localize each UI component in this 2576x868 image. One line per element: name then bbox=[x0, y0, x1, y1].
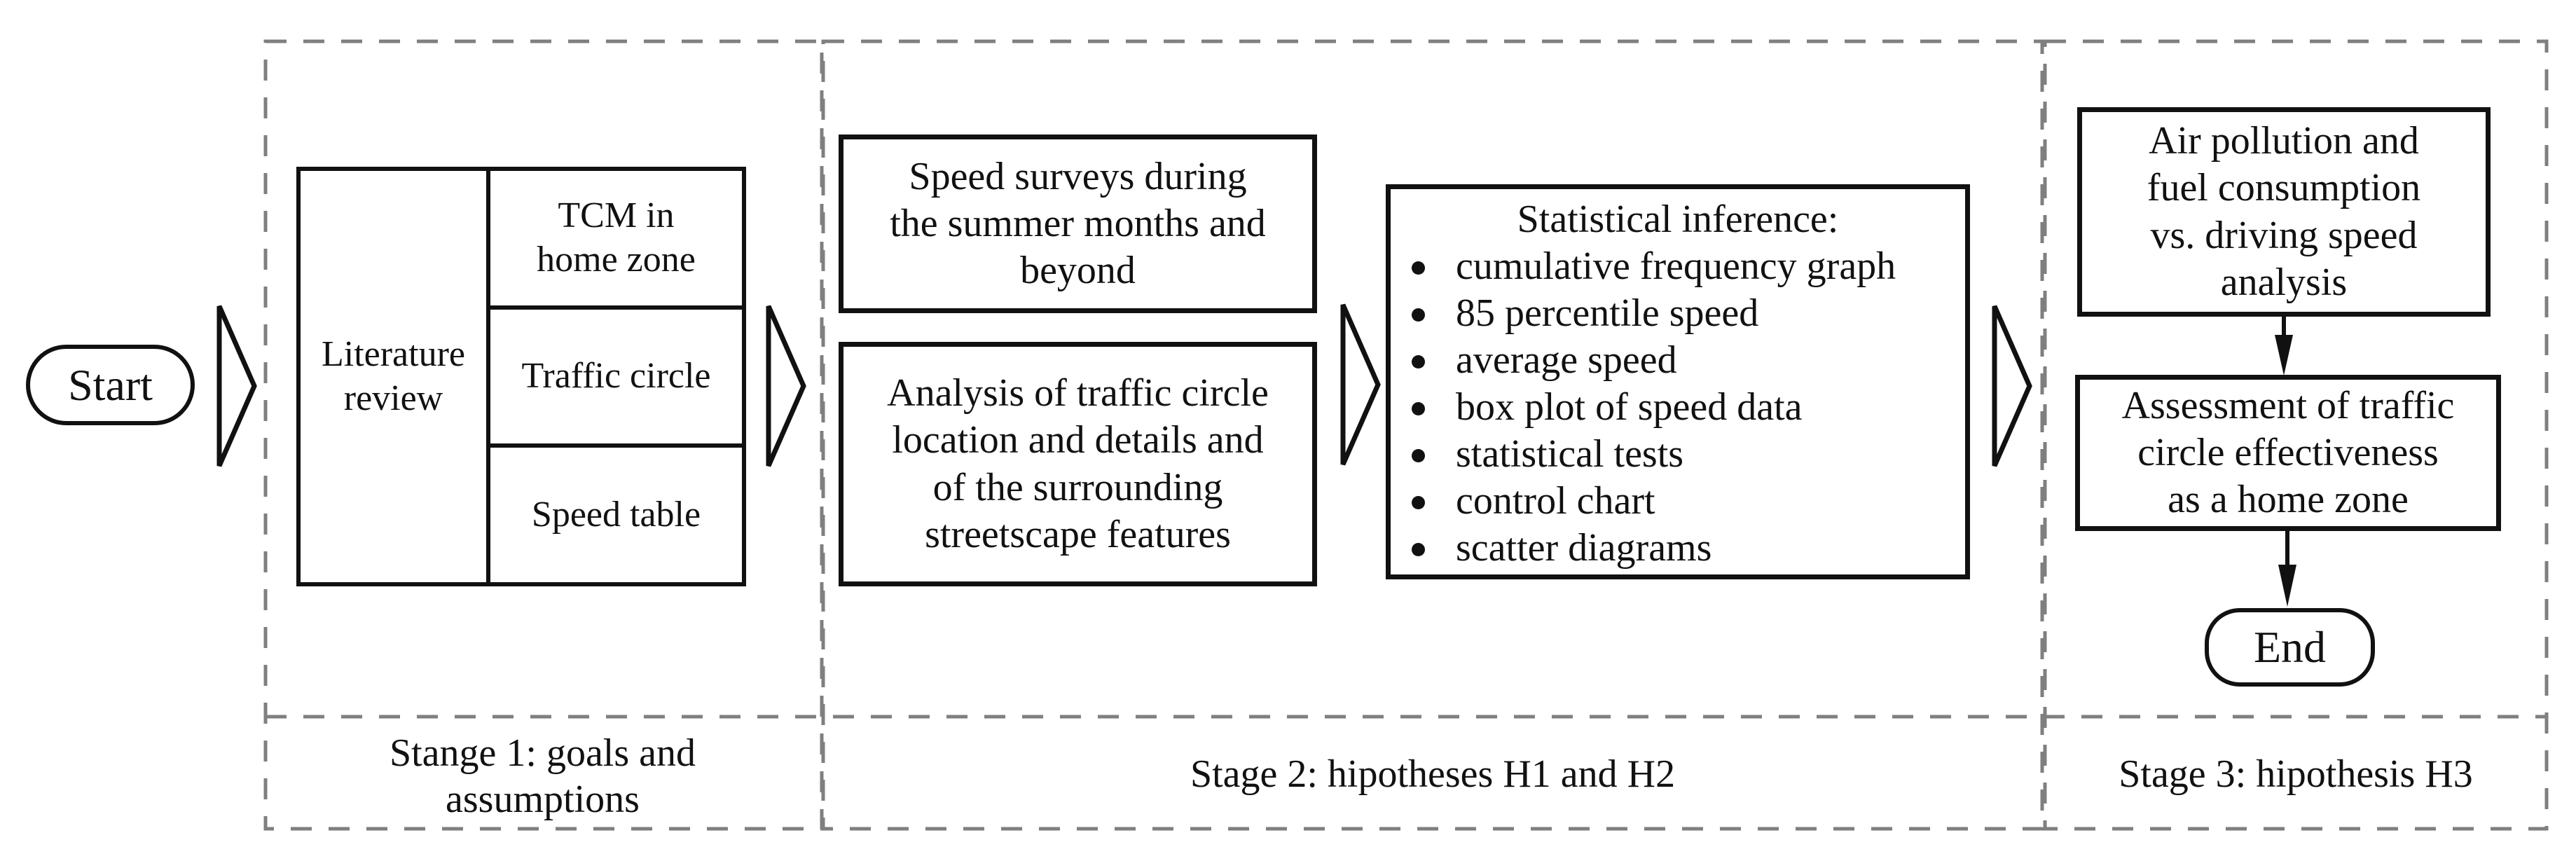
literature-review-cell: Literature review bbox=[301, 171, 490, 582]
statistical-inference-box: Statistical inference: cumulative freque… bbox=[1386, 184, 1970, 579]
stage3-label: Stage 3: hipothesis H3 bbox=[2119, 752, 2473, 796]
inference-bullet-item: scatter diagrams bbox=[1391, 525, 1965, 572]
inference-bullet-item: average speed bbox=[1391, 337, 1965, 384]
topic-cell-traffic-circle: Traffic circle bbox=[490, 305, 742, 444]
bullet-dot-icon bbox=[1412, 261, 1425, 275]
inference-bullet-item: box plot of speed data bbox=[1391, 384, 1965, 431]
flow-triangle-stage1-stage2 bbox=[766, 305, 806, 467]
start-node: Start bbox=[26, 345, 195, 425]
flow-triangle-start-stage1 bbox=[216, 305, 257, 467]
inference-bullet-item: cumulative frequency graph bbox=[1391, 243, 1965, 290]
bullet-dot-icon bbox=[1412, 496, 1425, 509]
speed-surveys-box: Speed surveys during the summer months a… bbox=[839, 135, 1317, 313]
stage2-dashed-frame bbox=[821, 39, 2044, 831]
end-node: End bbox=[2205, 608, 2375, 687]
inference-bullet-text: control chart bbox=[1456, 479, 1655, 523]
topic-cell-tcm: TCM in home zone bbox=[537, 195, 696, 280]
stage2-label: Stage 2: hipotheses H1 and H2 bbox=[1190, 752, 1676, 796]
inference-bullet-item: 85 percentile speed bbox=[1391, 290, 1965, 337]
stage1-dashed-frame bbox=[263, 39, 824, 831]
flow-triangle-stage2-stage3 bbox=[1992, 305, 2032, 467]
stage1-label: Stange 1: goals and assumptions bbox=[389, 731, 696, 822]
inference-bullet-text: box plot of speed data bbox=[1456, 385, 1803, 429]
inference-bullet-item: statistical tests bbox=[1391, 431, 1965, 478]
literature-topics-column: TCM in home zone Traffic circle Speed ta… bbox=[490, 171, 742, 582]
statistical-inference-title: Statistical inference: bbox=[1517, 198, 1839, 241]
air-pollution-box: Air pollution and fuel consumption vs. d… bbox=[2077, 107, 2491, 317]
literature-review-table: Literature review TCM in home zone Traff… bbox=[296, 167, 746, 586]
bullet-dot-icon bbox=[1412, 308, 1425, 322]
bullet-dot-icon bbox=[1412, 355, 1425, 368]
bullet-dot-icon bbox=[1412, 543, 1425, 556]
inference-bullet-text: statistical tests bbox=[1456, 432, 1684, 476]
arrow-air-to-assessment-head bbox=[2275, 335, 2293, 376]
analysis-box: Analysis of traffic circle location and … bbox=[839, 342, 1317, 586]
inference-bullet-text: average speed bbox=[1456, 338, 1677, 382]
arrow-assessment-to-end-head bbox=[2278, 565, 2296, 607]
topic-cell-speed-table: Speed table bbox=[490, 443, 742, 582]
inference-bullet-item: control chart bbox=[1391, 478, 1965, 525]
assessment-box: Assessment of traffic circle effectivene… bbox=[2075, 375, 2501, 531]
bullet-dot-icon bbox=[1412, 402, 1425, 415]
inference-bullet-text: 85 percentile speed bbox=[1456, 291, 1759, 335]
inference-bullet-text: scatter diagrams bbox=[1456, 526, 1712, 570]
bullet-dot-icon bbox=[1412, 449, 1425, 462]
inference-bullet-text: cumulative frequency graph bbox=[1456, 244, 1896, 288]
flow-triangle-boxes-inference bbox=[1340, 303, 1381, 466]
